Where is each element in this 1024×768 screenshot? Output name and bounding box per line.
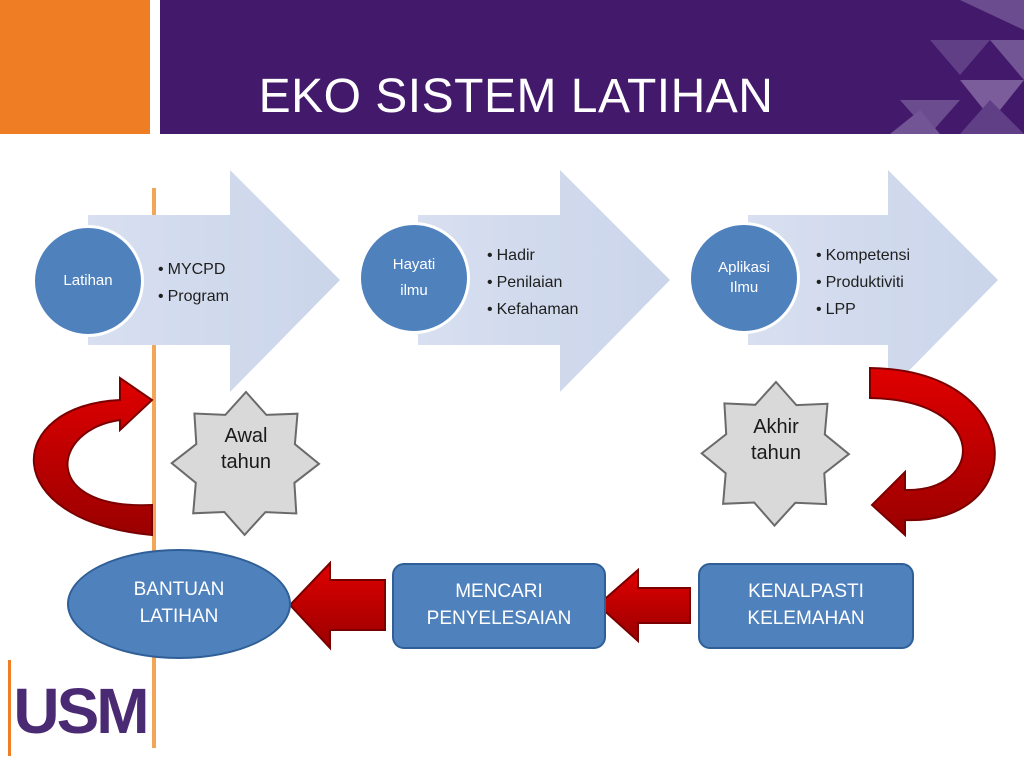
- node-latihan: Latihan: [32, 225, 144, 337]
- header-divider: [0, 134, 1024, 137]
- bullet-item: Hadir: [487, 242, 578, 269]
- box-bantuan-latihan: BANTUAN LATIHAN: [67, 549, 291, 659]
- arrow-to-mencari: [596, 567, 691, 644]
- star-awal-tahun: Awal tahun: [196, 423, 296, 475]
- node-latihan-label: Latihan: [63, 271, 113, 289]
- bullets-aplikasi: Kompetensi Produktiviti LPP: [816, 242, 911, 324]
- node-hayati-ilmu: Hayati ilmu: [358, 222, 470, 334]
- kenalpasti-line2: KELEMAHAN: [747, 608, 865, 629]
- mencari-line2: PENYELESAIAN: [426, 608, 572, 629]
- bullet-item: Produktiviti: [816, 269, 910, 296]
- star-akhir-tahun: Akhir tahun: [726, 414, 826, 466]
- node-aplikasi-line1: Aplikasi: [718, 258, 770, 276]
- box-kenalpasti-kelemahan: KENALPASTI KELEMAHAN: [698, 563, 914, 649]
- star-shape-akhir: [700, 380, 851, 528]
- box-mencari-penyelesaian: MENCARI PENYELESAIAN: [392, 563, 606, 649]
- node-hayati-line1: Hayati: [392, 255, 436, 273]
- bullets-latihan: MYCPD Program: [158, 256, 229, 310]
- bullet-item: LPP: [816, 296, 910, 323]
- kenalpasti-line1: KENALPASTI: [748, 581, 864, 603]
- bullets-hayati: Hadir Penilaian Kefahaman: [487, 242, 579, 324]
- bantuan-line1: BANTUAN: [133, 579, 225, 601]
- mencari-line1: MENCARI: [455, 581, 543, 603]
- star-shape-awal: [170, 390, 321, 537]
- bullet-item: Penilaian: [487, 269, 578, 296]
- header-purple-band: [160, 0, 1024, 134]
- usm-logo-text: USM: [13, 675, 146, 747]
- bullet-item: MYCPD: [158, 256, 229, 283]
- star-awal-line2: tahun: [220, 451, 272, 473]
- bullet-item: Kefahaman: [487, 296, 579, 323]
- left-curved-arrow: [33, 376, 154, 537]
- header-triangle-pattern: [890, 0, 1024, 134]
- bullet-item: Program: [158, 283, 229, 310]
- star-akhir-line1: Akhir: [753, 416, 799, 438]
- bantuan-line2: LATIHAN: [139, 606, 219, 627]
- node-hayati-line2: ilmu: [400, 282, 428, 299]
- usm-logo: USM: [0, 655, 150, 756]
- star-awal-line1: Awal: [224, 425, 268, 447]
- right-curved-arrow: [869, 366, 996, 538]
- header-orange-block: [0, 0, 150, 134]
- node-aplikasi-line2: Ilmu: [729, 279, 759, 296]
- arrow-to-bantuan: [288, 560, 386, 651]
- star-akhir-line2: tahun: [750, 442, 802, 464]
- bullet-item: Kompetensi: [816, 242, 911, 269]
- node-aplikasi-ilmu: Aplikasi Ilmu: [688, 222, 800, 334]
- slide-title: EKO SISTEM LATIHAN: [258, 69, 774, 123]
- vertical-orange-line: [152, 188, 156, 748]
